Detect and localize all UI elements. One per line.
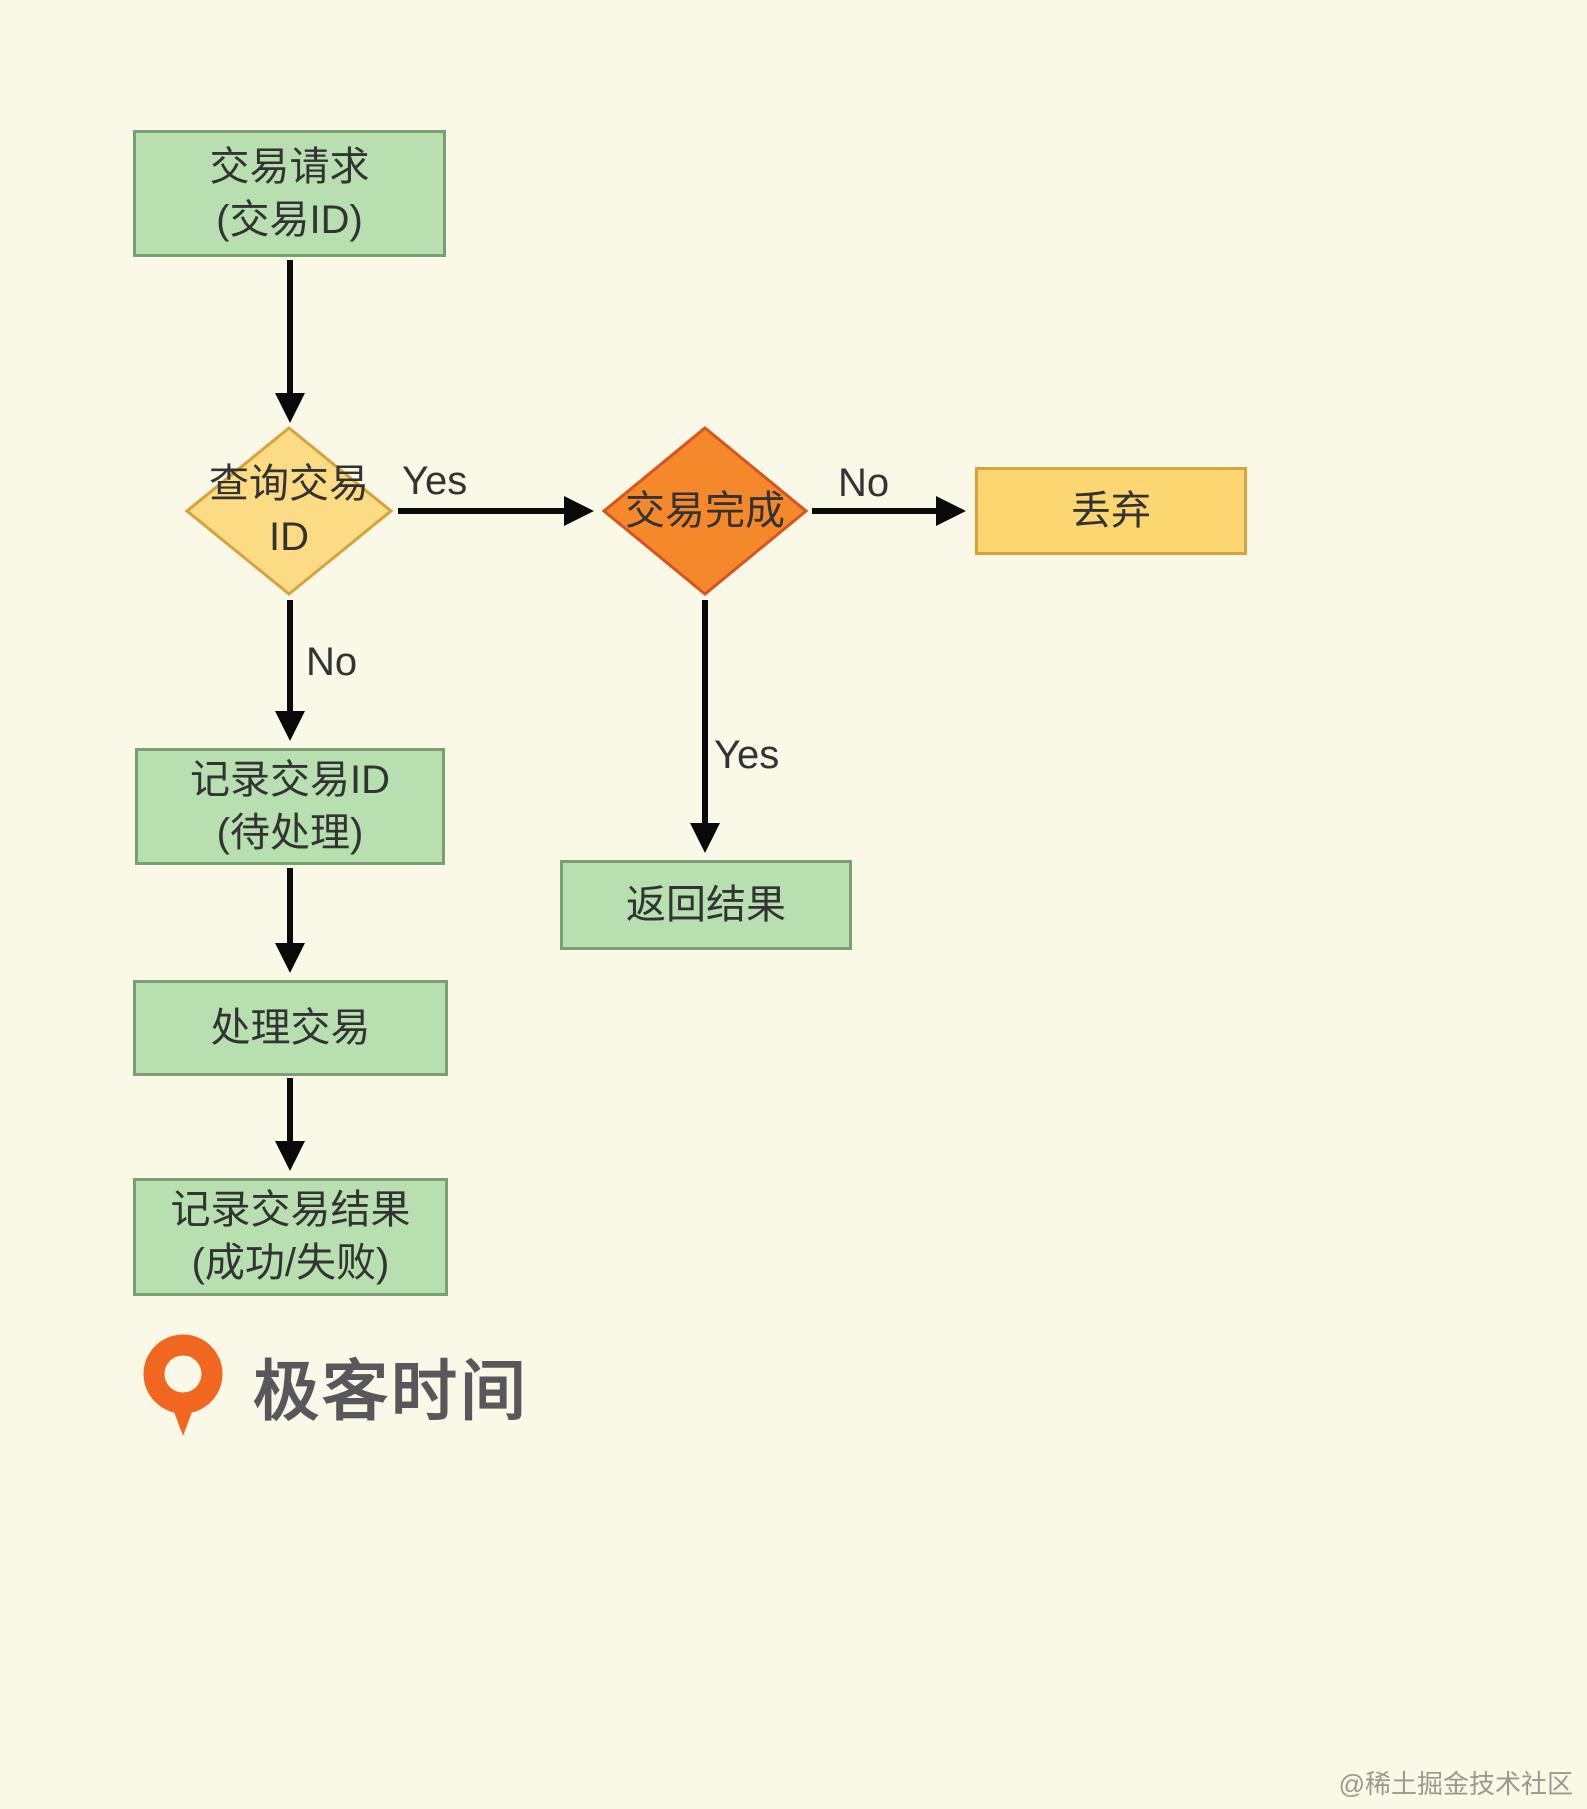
node-discard-label: 丢弃 xyxy=(1071,488,1151,533)
node-transaction-complete-label: 交易完成 xyxy=(625,488,785,533)
node-record-transaction-id-label: 记录交易ID (待处理) xyxy=(190,757,390,855)
node-return-result-label: 返回结果 xyxy=(626,882,786,927)
node-transaction-complete: 交易完成 xyxy=(601,425,809,597)
node-record-transaction-id: 记录交易ID (待处理) xyxy=(135,748,445,865)
node-query-transaction-id-label: 查询交易 ID xyxy=(209,462,369,559)
watermark-text: @稀土掘金技术社区 xyxy=(1338,1769,1573,1799)
geektime-logo-icon xyxy=(143,1334,223,1436)
edge-label-query-no: No xyxy=(306,640,358,684)
edge-label-complete-no: No xyxy=(838,461,890,505)
node-return-result: 返回结果 xyxy=(560,860,852,950)
node-process-transaction-label: 处理交易 xyxy=(210,1005,371,1050)
node-record-transaction-result: 记录交易结果 (成功/失败) xyxy=(133,1178,448,1296)
edge-label-complete-yes: Yes xyxy=(714,733,780,777)
node-query-transaction-id: 查询交易 ID xyxy=(184,425,394,597)
geektime-logo-text: 极客时间 xyxy=(253,1354,529,1428)
node-transaction-request: 交易请求 (交易ID) xyxy=(133,130,446,257)
node-transaction-request-label: 交易请求 (交易ID) xyxy=(209,144,370,242)
edge-label-query-yes: Yes xyxy=(402,459,468,503)
node-record-transaction-result-label: 记录交易结果 (成功/失败) xyxy=(170,1188,411,1285)
geektime-logo: 极客时间 xyxy=(133,1330,529,1442)
node-discard: 丢弃 xyxy=(975,467,1247,555)
diamond-shape xyxy=(184,426,394,596)
node-process-transaction: 处理交易 xyxy=(133,980,448,1076)
diamond-shape xyxy=(601,426,809,596)
